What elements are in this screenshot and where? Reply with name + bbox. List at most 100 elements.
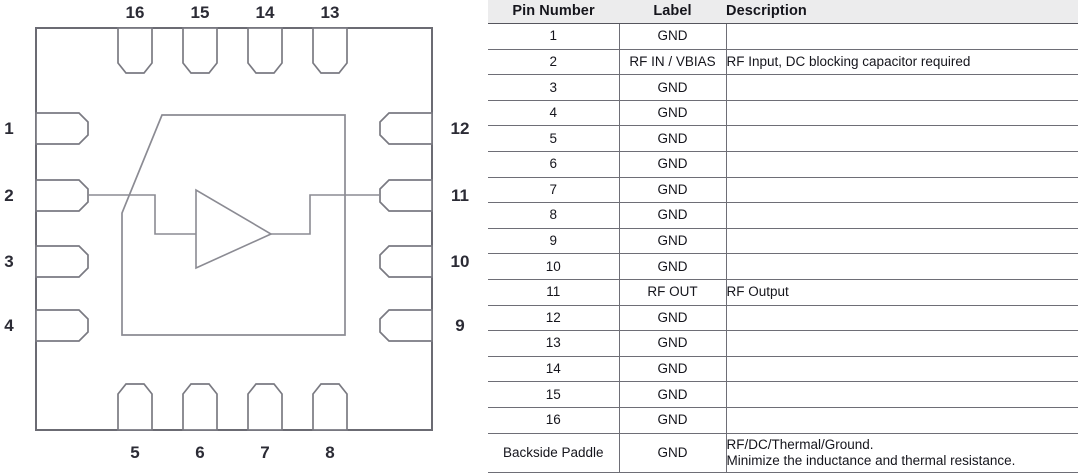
cell-label: GND bbox=[619, 381, 727, 408]
cell-label: RF OUT bbox=[619, 278, 727, 306]
cell-pin-number: 14 bbox=[488, 355, 620, 383]
amplifier-icon bbox=[195, 188, 273, 270]
cell-label: GND bbox=[619, 406, 727, 434]
pin-label-7: 7 bbox=[260, 443, 269, 461]
cell-description bbox=[726, 381, 1078, 408]
cell-label: GND bbox=[619, 176, 727, 204]
cell-pin-number: 9 bbox=[488, 227, 620, 255]
pin-label-11: 11 bbox=[451, 186, 469, 205]
pad-9 bbox=[379, 309, 433, 342]
pin-label-9: 9 bbox=[455, 316, 464, 335]
cell-label: GND bbox=[619, 23, 727, 50]
cell-description bbox=[726, 150, 1078, 178]
pad-2 bbox=[35, 179, 89, 212]
cell-description bbox=[726, 202, 1078, 229]
cell-description bbox=[726, 99, 1078, 127]
cell-label: GND bbox=[619, 202, 727, 229]
pad-7 bbox=[247, 383, 283, 431]
pin-label-14: 14 bbox=[256, 3, 275, 22]
cell-label: GND bbox=[619, 150, 727, 178]
cell-label: GND bbox=[619, 253, 727, 280]
pin-label-12: 12 bbox=[451, 119, 470, 138]
output-trace bbox=[271, 194, 380, 235]
cell-label: GND bbox=[619, 304, 727, 332]
pad-4 bbox=[35, 309, 89, 342]
cell-pin-number: 15 bbox=[488, 381, 620, 408]
pad-13 bbox=[312, 27, 348, 74]
cell-description bbox=[726, 227, 1078, 255]
cell-description: RF Input, DC blocking capacitor required bbox=[726, 48, 1078, 76]
pin-label-15: 15 bbox=[191, 3, 210, 22]
pad-3 bbox=[35, 245, 89, 278]
package-outline bbox=[35, 27, 433, 431]
pad-10 bbox=[379, 245, 433, 278]
column-header-label: Label bbox=[619, 0, 726, 24]
cell-description bbox=[726, 74, 1078, 101]
cell-pin-number: 3 bbox=[488, 74, 620, 101]
pad-8 bbox=[312, 383, 348, 431]
cell-pin-number: 11 bbox=[488, 278, 620, 306]
cell-description bbox=[726, 304, 1078, 332]
description-line-1: RF/DC/Thermal/Ground. bbox=[726, 437, 874, 453]
column-header-description: Description bbox=[726, 0, 1078, 24]
cell-pin-number: 12 bbox=[488, 304, 620, 332]
pin-label-16: 16 bbox=[126, 3, 145, 22]
pin-label-10: 10 bbox=[451, 252, 470, 271]
pad-6 bbox=[182, 383, 218, 431]
cell-label: GND bbox=[619, 355, 727, 383]
pad-11 bbox=[379, 179, 433, 212]
pad-5 bbox=[117, 383, 153, 431]
pin-label-2: 2 bbox=[4, 186, 13, 205]
pad-12 bbox=[379, 112, 433, 145]
pin-label-8: 8 bbox=[325, 443, 334, 461]
cell-pin-number: 10 bbox=[488, 253, 620, 280]
cell-pin-number: 8 bbox=[488, 202, 620, 229]
column-header-pin-number: Pin Number bbox=[488, 0, 619, 24]
cell-label: GND bbox=[619, 125, 727, 152]
die-outline bbox=[121, 114, 346, 336]
pin-label-3: 3 bbox=[4, 252, 13, 271]
cell-pin-number: 2 bbox=[488, 48, 620, 76]
cell-description bbox=[726, 253, 1078, 280]
cell-pin-number: 1 bbox=[488, 23, 620, 50]
cell-pin-number: 5 bbox=[488, 125, 620, 152]
cell-description: RF/DC/Thermal/Ground.Minimize the induct… bbox=[726, 432, 1078, 473]
cell-pin-number: 16 bbox=[488, 406, 620, 434]
cell-pin-number: 13 bbox=[488, 330, 620, 357]
cell-label: RF IN / VBIAS bbox=[619, 48, 727, 76]
pad-16 bbox=[117, 27, 153, 74]
package-diagram: 16 15 14 13 1 2 3 4 12 11 10 9 5 6 7 8 bbox=[0, 0, 480, 461]
pin-label-4: 4 bbox=[4, 316, 14, 335]
pad-14 bbox=[247, 27, 283, 74]
cell-label: GND bbox=[619, 99, 727, 127]
header-row: Pin Number Label Description bbox=[488, 0, 1078, 24]
cell-description bbox=[726, 176, 1078, 204]
cell-pin-number: 7 bbox=[488, 176, 620, 204]
cell-description bbox=[726, 406, 1078, 434]
cell-label: GND bbox=[619, 74, 727, 101]
cell-pin-number: 4 bbox=[488, 99, 620, 127]
input-trace bbox=[88, 194, 196, 235]
cell-description bbox=[726, 23, 1078, 50]
cell-pin-number: 6 bbox=[488, 150, 620, 178]
pad-15 bbox=[182, 27, 218, 74]
